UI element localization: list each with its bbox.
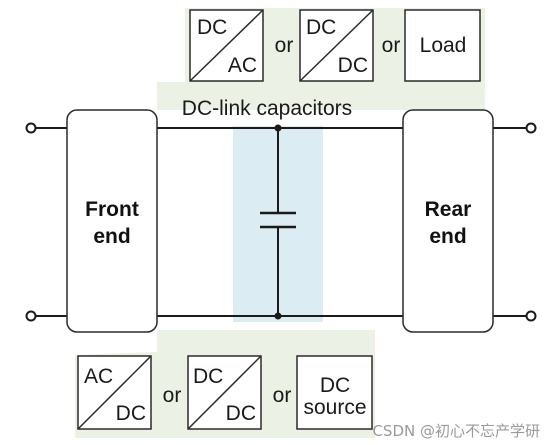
top-or-1: or [275,34,294,57]
bottom-converter-dc-dc-out: DC [226,402,256,425]
top-converter-dc-dc-in: DC [306,16,336,39]
bottom-dc-source-line1: DC [320,374,350,397]
terminal-left-top [25,122,37,134]
top-converter-dc-ac: DC AC [189,9,264,82]
top-load-box: Load [404,9,481,82]
bottom-dc-source-box: DC source [296,355,373,430]
bottom-converter-ac-dc-out: DC [116,402,146,425]
dc-link-label: DC-link capacitors [182,97,352,120]
terminal-left-bottom [25,310,37,322]
capacitor-symbol [260,124,296,320]
front-end-label-line2: end [93,225,130,248]
rear-end-label-line1: Rear [425,198,472,221]
rear-end-label-line2: end [429,225,466,248]
bottom-converter-ac-dc: AC DC [77,355,152,430]
bottom-or-2: or [273,384,292,407]
top-load-label: Load [420,34,467,57]
watermark: CSDN @初心不忘产学研 [372,422,540,440]
top-or-2: or [382,34,401,57]
bottom-or-1: or [163,384,182,407]
bottom-converter-dc-dc: DC DC [187,355,262,430]
top-converter-dc-dc: DC DC [299,9,374,82]
front-end-block: Front end [66,109,158,333]
bottom-converter-dc-dc-in: DC [193,365,223,388]
bottom-converter-ac-dc-in: AC [84,365,113,388]
terminal-right-top [525,122,537,134]
top-converter-dc-dc-out: DC [338,54,368,77]
top-converter-dc-ac-in: DC [197,16,227,39]
bottom-dc-source-line2: source [303,396,366,419]
front-end-label-line1: Front [85,198,139,221]
top-converter-dc-ac-out: AC [228,54,257,77]
terminal-right-bottom [525,310,537,322]
rear-end-block: Rear end [402,109,494,333]
